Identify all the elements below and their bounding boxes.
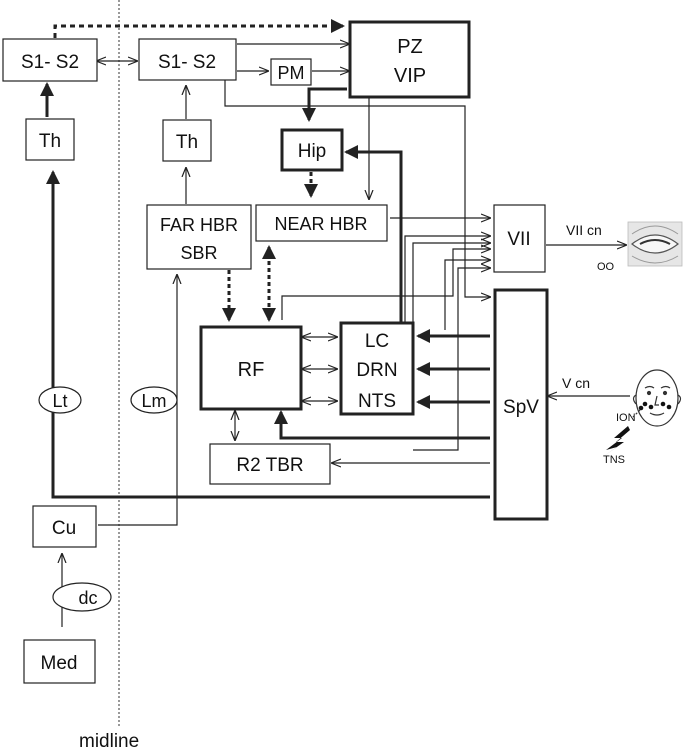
tract-lt: Lt bbox=[38, 386, 82, 414]
label-th-right: Th bbox=[176, 132, 198, 153]
eye-icon bbox=[627, 221, 683, 267]
label-drn: DRN bbox=[356, 360, 397, 381]
label-pm: PM bbox=[278, 63, 305, 83]
label-nts: NTS bbox=[358, 391, 396, 412]
node-th-left: Th bbox=[25, 118, 75, 161]
label-pz: PZ bbox=[397, 36, 423, 58]
label-rf: RF bbox=[238, 359, 265, 381]
label-med: Med bbox=[41, 653, 78, 674]
label-vii-cn: VII cn bbox=[566, 222, 602, 238]
face-icon bbox=[631, 369, 682, 427]
label-far-hbr: FAR HBR bbox=[160, 215, 238, 235]
node-r2-tbr: R2 TBR bbox=[209, 443, 331, 485]
tract-dc: dc bbox=[52, 582, 112, 612]
lightning-icon bbox=[604, 426, 630, 456]
node-rf: RF bbox=[199, 325, 303, 411]
node-med: Med bbox=[23, 639, 96, 684]
node-spv: SpV bbox=[493, 288, 549, 521]
node-th-right: Th bbox=[162, 119, 212, 162]
label-ion: ION bbox=[616, 412, 636, 424]
node-s1s2-left: S1- S2 bbox=[2, 38, 98, 82]
node-s1s2-right: S1- S2 bbox=[138, 38, 237, 81]
label-vii: VII bbox=[507, 229, 530, 250]
label-lc: LC bbox=[365, 331, 389, 352]
label-vip: VIP bbox=[394, 65, 426, 87]
label-near-hbr: NEAR HBR bbox=[274, 214, 367, 234]
label-cu: Cu bbox=[52, 518, 76, 539]
node-vii: VII bbox=[493, 204, 546, 273]
node-cu: Cu bbox=[32, 505, 97, 548]
node-far-hbr-sbr: FAR HBR SBR bbox=[146, 204, 252, 270]
node-pm: PM bbox=[270, 58, 312, 86]
node-lc-drn-nts: LC DRN NTS bbox=[339, 321, 415, 416]
tract-lm: Lm bbox=[130, 386, 178, 414]
node-near-hbr: NEAR HBR bbox=[255, 204, 388, 242]
label-r2-tbr: R2 TBR bbox=[236, 455, 303, 476]
label-oo: OO bbox=[597, 261, 615, 273]
label-lm: Lm bbox=[141, 391, 166, 411]
label-lt: Lt bbox=[52, 391, 67, 411]
connections bbox=[40, 19, 630, 627]
label-midline: midline bbox=[79, 731, 139, 750]
label-th-left: Th bbox=[39, 131, 61, 152]
label-s1s2-left: S1- S2 bbox=[21, 52, 79, 73]
label-tns: TNS bbox=[603, 454, 625, 466]
label-hip: Hip bbox=[298, 141, 327, 162]
label-spv: SpV bbox=[503, 397, 539, 418]
label-v-cn: V cn bbox=[562, 375, 590, 391]
node-hip: Hip bbox=[280, 128, 344, 172]
label-s1s2-right: S1- S2 bbox=[158, 52, 216, 73]
label-sbr: SBR bbox=[180, 243, 217, 263]
node-pz-vip: PZ VIP bbox=[348, 20, 471, 99]
label-dc: dc bbox=[78, 588, 97, 608]
